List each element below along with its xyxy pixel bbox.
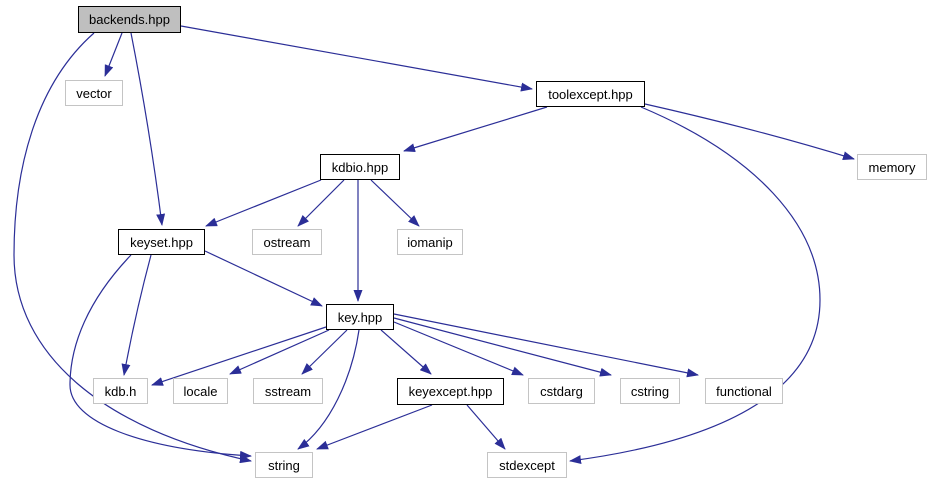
edge-key-to-cstring — [393, 317, 612, 377]
edge-toolexcept-to-kdbio — [403, 106, 548, 153]
edge-keyset-to-key — [204, 250, 323, 307]
edge-toolexcept-to-memory — [644, 103, 855, 161]
node-cstring: cstring — [620, 378, 680, 404]
edge-toolexcept-to-stdexcept — [569, 106, 821, 465]
edge-backends-to-toolexcept — [180, 25, 533, 92]
node-kdbh: kdb.h — [93, 378, 148, 404]
node-backends: backends.hpp — [78, 6, 181, 33]
edge-kdbio-to-ostream — [297, 179, 345, 227]
node-keyexcept[interactable]: keyexcept.hpp — [397, 378, 504, 405]
node-locale: locale — [173, 378, 228, 404]
edge-kdbio-to-iomanip — [370, 179, 420, 227]
edge-backends-to-keyset — [130, 32, 166, 226]
edge-kdbio-to-keyset — [205, 179, 322, 227]
node-toolexcept[interactable]: toolexcept.hpp — [536, 81, 645, 107]
node-stdexcept: stdexcept — [487, 452, 567, 478]
edge-key-to-keyexcept — [380, 329, 432, 375]
node-cstdarg: cstdarg — [528, 378, 595, 404]
node-memory: memory — [857, 154, 927, 180]
node-keyset[interactable]: keyset.hpp — [118, 229, 205, 255]
node-functional: functional — [705, 378, 783, 404]
node-string: string — [255, 452, 313, 478]
edge-keyexcept-to-stdexcept — [466, 404, 506, 450]
node-vector: vector — [65, 80, 123, 106]
edge-key-to-cstdarg — [393, 321, 524, 376]
node-iomanip: iomanip — [397, 229, 463, 255]
node-key[interactable]: key.hpp — [326, 304, 394, 330]
edge-key-to-locale — [229, 329, 330, 375]
node-sstream: sstream — [253, 378, 323, 404]
edge-key-to-sstream — [301, 329, 348, 375]
edge-backends-to-string — [13, 32, 252, 464]
edge-keyset-to-kdbh — [121, 254, 152, 376]
edge-key-to-kdbh — [151, 326, 327, 386]
edge-backends-to-vector — [104, 32, 123, 77]
node-kdbio[interactable]: kdbio.hpp — [320, 154, 400, 180]
edge-key-to-string — [297, 329, 360, 450]
node-ostream: ostream — [252, 229, 322, 255]
edge-keyexcept-to-string — [316, 404, 433, 450]
edge-key-to-functional — [393, 313, 699, 378]
edge-keyset-to-string — [69, 254, 252, 460]
